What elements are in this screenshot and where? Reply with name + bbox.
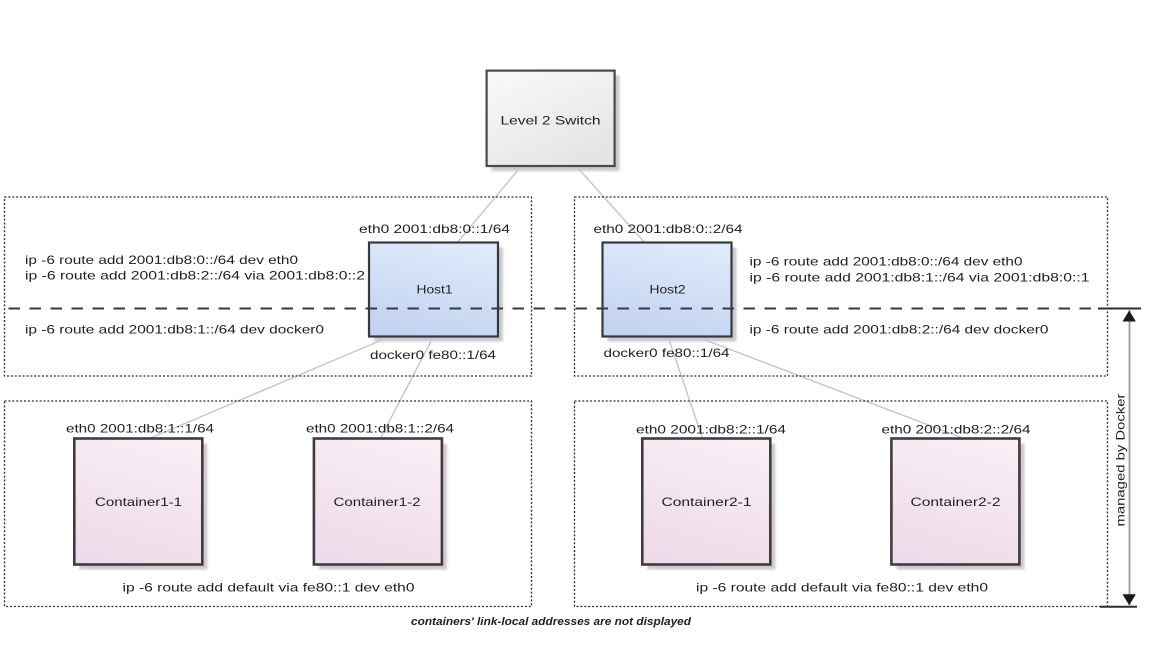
svg-text:ip -6 route add 2001:db8:1::/6: ip -6 route add 2001:db8:1::/64 dev dock… bbox=[25, 323, 324, 337]
svg-text:docker0 fe80::1/64: docker0 fe80::1/64 bbox=[370, 348, 496, 362]
svg-text:eth0 2001:db8:1::2/64: eth0 2001:db8:1::2/64 bbox=[306, 422, 454, 436]
svg-text:Container1-1: Container1-1 bbox=[95, 495, 182, 509]
svg-text:Container2-1: Container2-1 bbox=[662, 495, 752, 509]
svg-text:ip -6 route add default via fe: ip -6 route add default via fe80::1 dev … bbox=[696, 581, 988, 595]
svg-text:ip -6 route add default via fe: ip -6 route add default via fe80::1 dev … bbox=[123, 581, 415, 595]
svg-text:eth0 2001:db8:0::1/64: eth0 2001:db8:0::1/64 bbox=[359, 222, 510, 236]
svg-text:eth0 2001:db8:0::2/64: eth0 2001:db8:0::2/64 bbox=[594, 222, 743, 236]
svg-text:ip -6 route add 2001:db8:0::/6: ip -6 route add 2001:db8:0::/64 dev eth0 bbox=[25, 253, 298, 267]
svg-text:ip -6 route add 2001:db8:2::/6: ip -6 route add 2001:db8:2::/64 via 2001… bbox=[25, 269, 365, 283]
svg-text:ip -6 route add 2001:db8:0::/6: ip -6 route add 2001:db8:0::/64 dev eth0 bbox=[750, 255, 1023, 269]
svg-text:eth0 2001:db8:2::2/64: eth0 2001:db8:2::2/64 bbox=[882, 423, 1031, 437]
svg-text:Host2: Host2 bbox=[650, 283, 686, 297]
svg-text:managed by Docker: managed by Docker bbox=[1114, 393, 1128, 526]
svg-text:eth0 2001:db8:1::1/64: eth0 2001:db8:1::1/64 bbox=[66, 422, 214, 436]
svg-text:ip -6 route add 2001:db8:2::/6: ip -6 route add 2001:db8:2::/64 dev dock… bbox=[750, 323, 1049, 337]
svg-text:Container2-2: Container2-2 bbox=[911, 495, 1001, 509]
svg-text:Level 2 Switch: Level 2 Switch bbox=[501, 114, 601, 128]
svg-text:Container1-2: Container1-2 bbox=[334, 495, 421, 509]
svg-text:eth0 2001:db8:2::1/64: eth0 2001:db8:2::1/64 bbox=[636, 423, 786, 437]
svg-text:containers' link-local address: containers' link-local addresses are not… bbox=[411, 616, 691, 628]
svg-text:docker0 fe80::1/64: docker0 fe80::1/64 bbox=[604, 346, 730, 360]
svg-text:Host1: Host1 bbox=[417, 283, 453, 297]
svg-text:ip -6 route add 2001:db8:1::/6: ip -6 route add 2001:db8:1::/64 via 2001… bbox=[750, 271, 1090, 285]
